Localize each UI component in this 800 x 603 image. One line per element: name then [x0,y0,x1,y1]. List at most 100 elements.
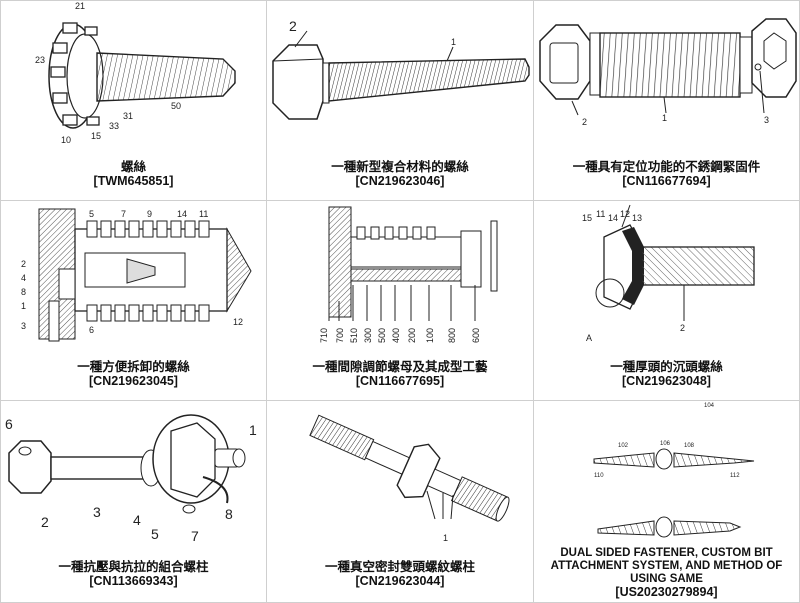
callout-label: 1 [662,113,667,123]
callout-label: 2 [680,323,685,333]
callout-label: 104 [704,403,715,409]
patent-caption: 一種真空密封雙頭螺紋螺柱 [CN219623044] [267,559,533,589]
patent-card[interactable]: 21 23 50 31 33 15 10 螺絲 [TWM645851] [1,1,267,201]
callout-label: 10 [61,135,71,145]
patent-caption: 一種厚頭的沉頭螺絲 [CN219623048] [534,359,799,389]
callout-label: 4 [21,273,26,283]
patent-title: DUAL SIDED FASTENER, CUSTOM BIT ATTACHME… [550,547,783,585]
callout-label: 5 [89,209,94,219]
callout-label: 1 [249,422,257,438]
callout-label: 4 [133,512,141,528]
patent-drawing: 15 11 14 12 13 2 A [534,201,799,346]
callout-label: 31 [123,111,133,121]
patent-number[interactable]: [CN116677695] [355,374,445,388]
callout-label: 1 [21,301,26,311]
callout-label: 200 [407,328,417,343]
patent-card[interactable]: 2 1 一種新型複合材料的螺絲 [CN219623046] [267,1,534,201]
patent-card[interactable]: 5 7 9 14 11 2 4 8 1 3 6 12 一種方便拆卸的螺絲 [CN… [1,201,267,401]
patent-drawing: 2 1 [267,1,533,146]
patent-drawing: 1 [267,401,533,546]
callout-label: 14 [177,209,187,219]
callout-label: 108 [684,443,695,449]
patent-caption: 一種間隙調節螺母及其成型工藝 [CN116677695] [267,359,533,389]
callout-label: 300 [363,328,373,343]
patent-caption: 一種具有定位功能的不銹鋼緊固件 [CN116677694] [534,159,799,189]
patent-title: 一種方便拆卸的螺絲 [77,359,190,374]
callout-label: 12 [620,209,630,219]
patent-title: 一種真空密封雙頭螺紋螺柱 [324,559,475,574]
patent-number[interactable]: [CN219623045] [89,374,178,388]
patent-card[interactable]: 104 102 106 108 110 112 DUAL SIDED FASTE… [534,401,800,603]
patent-drawing: 21 23 50 31 33 15 10 [1,1,266,146]
callout-label: 700 [335,328,345,343]
callout-label: 2 [41,514,49,530]
patent-drawing: 5 7 9 14 11 2 4 8 1 3 6 12 [1,201,266,346]
callout-label: 500 [377,328,387,343]
callout-label: 3 [764,115,769,125]
callout-label: 112 [730,473,740,479]
patent-number[interactable]: [CN113669343] [89,574,178,588]
callout-label: 5 [151,526,159,542]
patent-number[interactable]: [CN219623044] [355,574,445,588]
callout-label: 50 [171,101,181,111]
patent-number[interactable]: [US20230279894] [615,585,718,599]
patent-card[interactable]: 2 1 3 一種具有定位功能的不銹鋼緊固件 [CN116677694] [534,1,800,201]
patent-caption: 螺絲 [TWM645851] [1,159,266,189]
callout-label: 710 [319,328,329,343]
callout-label: 100 [425,328,435,343]
callout-label: 1 [451,37,456,47]
callout-label: 15 [582,213,592,223]
callout-label: 8 [225,506,233,522]
patent-caption: 一種抗壓與抗拉的組合螺柱 [CN113669343] [1,559,266,589]
callout-label: 14 [608,213,618,223]
callout-label: 7 [121,209,126,219]
callout-label: 2 [21,259,26,269]
callout-label: 12 [233,317,243,327]
patent-card[interactable]: 710 700 510 300 500 400 200 100 800 600 … [267,201,534,401]
callout-label: 6 [89,325,94,335]
patent-drawing: 710 700 510 300 500 400 200 100 800 600 [267,201,533,346]
patent-caption: 一種新型複合材料的螺絲 [CN219623046] [267,159,533,189]
callout-label: A [586,333,592,343]
patent-title: 一種具有定位功能的不銹鋼緊固件 [572,159,761,174]
patent-title: 一種新型複合材料的螺絲 [331,159,469,174]
patent-drawing: 104 102 106 108 110 112 [534,401,799,546]
callout-label: 1 [443,533,448,543]
patent-number[interactable]: [CN219623048] [622,374,711,388]
callout-label: 9 [147,209,152,219]
callout-label: 510 [349,328,359,343]
callout-label: 110 [594,473,604,479]
callout-label: 106 [660,441,671,447]
patent-drawing: 1 6 2 3 4 5 7 8 [1,401,266,546]
callout-label: 8 [21,287,26,297]
patent-number[interactable]: [CN219623046] [355,174,445,188]
callout-label: 2 [289,18,297,34]
callout-label: 3 [21,321,26,331]
patent-drawing: 2 1 3 [534,1,799,146]
callout-label: 6 [5,416,13,432]
callout-label: 23 [35,55,45,65]
callout-label: 800 [447,328,457,343]
callout-label: 400 [391,328,401,343]
callout-label: 7 [191,528,199,544]
patent-card[interactable]: 15 11 14 12 13 2 A 一種厚頭的沉頭螺絲 [CN21962304… [534,201,800,401]
callout-label: 21 [75,1,85,11]
callout-label: 102 [618,443,629,449]
callout-label: 13 [632,213,642,223]
patent-title: 螺絲 [120,159,146,174]
patent-number[interactable]: [TWM645851] [93,174,174,188]
patent-card[interactable]: 1 6 2 3 4 5 7 8 一種抗壓與抗拉的組合螺柱 [CN11366934… [1,401,267,603]
callout-label: 33 [109,121,119,131]
patent-caption: 一種方便拆卸的螺絲 [CN219623045] [1,359,266,389]
callout-label: 11 [596,209,605,219]
patent-caption: DUAL SIDED FASTENER, CUSTOM BIT ATTACHME… [534,547,799,599]
callout-label: 15 [91,131,101,141]
callout-label: 11 [199,209,208,219]
patent-title: 一種厚頭的沉頭螺絲 [610,359,723,374]
patent-card[interactable]: 1 一種真空密封雙頭螺紋螺柱 [CN219623044] [267,401,534,603]
patent-number[interactable]: [CN116677694] [622,174,711,188]
callout-label: 600 [471,328,481,343]
callout-label: 2 [582,117,587,127]
patent-title: 一種抗壓與抗拉的組合螺柱 [58,559,209,574]
